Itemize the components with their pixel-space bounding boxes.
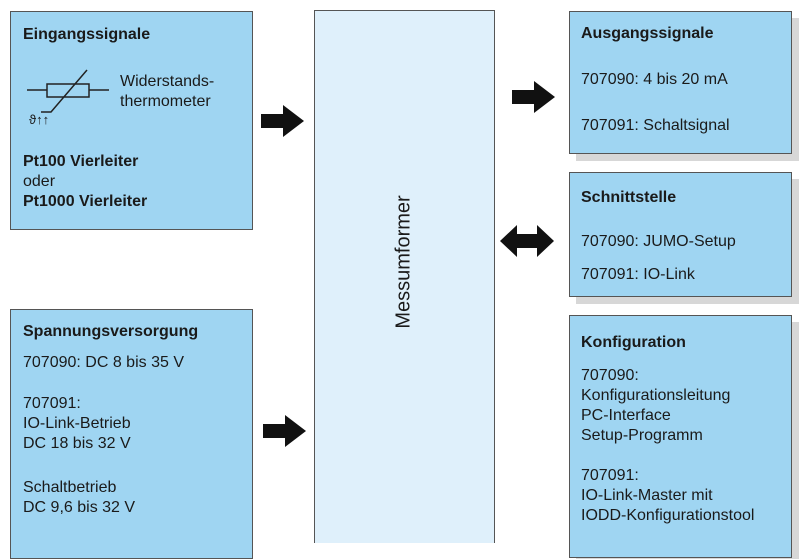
output-line-707091: 707091: Schaltsignal [581,117,730,134]
power-arrow-icon [263,415,306,447]
bidirectional-arrow-icon [500,225,554,257]
config-line-cable: Konfigurationsleitung [581,387,731,404]
power-line-707090: 707090: DC 8 bis 35 V [23,354,184,371]
input-signals-box: Eingangssignale ϑ↑↑ Widerstands- thermom… [10,11,253,230]
sensor-name-line1: Widerstands- [120,73,215,90]
power-line-io-link-mode: IO-Link-Betrieb [23,415,131,432]
input-arrow-icon [261,105,304,137]
power-supply-box: Spannungsversorgung 707090: DC 8 bis 35 … [10,309,253,559]
resistance-thermometer-icon [27,69,109,113]
config-line-io-link-master: IO-Link-Master mit [581,487,713,504]
output-signals-box: Ausgangssignale 707090: 4 bis 20 mA 7070… [569,11,792,154]
sensor-type-or: oder [23,173,56,190]
config-line-707091: 707091: [581,467,639,484]
interface-title: Schnittstelle [581,189,677,206]
config-line-707090: 707090: [581,367,639,384]
sensor-name-line2: thermometer [120,93,211,110]
converter-label: Messumformer [392,195,415,329]
sensor-symbol: ϑ↑↑ [29,112,50,127]
input-signals-title: Eingangssignale [23,26,151,43]
power-line-switch-voltage: DC 9,6 bis 32 V [23,499,136,516]
power-line-switch-mode: Schaltbetrieb [23,479,117,496]
output-arrow-icon [512,81,555,113]
output-signals-title: Ausgangssignale [581,25,714,42]
power-line-io-link-voltage: DC 18 bis 32 V [23,435,131,452]
config-line-iodd-tool: IODD-Konfigurationstool [581,507,755,524]
sensor-type-pt100: Pt100 Vierleiter [23,153,139,170]
converter-block [314,10,495,543]
configuration-title: Konfiguration [581,334,686,351]
interface-box: Schnittstelle 707090: JUMO-Setup 707091:… [569,172,792,297]
output-line-707090: 707090: 4 bis 20 mA [581,71,728,88]
configuration-box: Konfiguration 707090: Konfigurationsleit… [569,315,792,558]
interface-line-707091: 707091: IO-Link [581,266,695,283]
sensor-type-pt1000: Pt1000 Vierleiter [23,193,148,210]
config-line-pc-interface: PC-Interface [581,407,671,424]
power-supply-title: Spannungsversorgung [23,323,199,340]
config-line-setup-program: Setup-Programm [581,427,703,444]
power-line-707091: 707091: [23,395,81,412]
interface-line-707090: 707090: JUMO-Setup [581,233,736,250]
